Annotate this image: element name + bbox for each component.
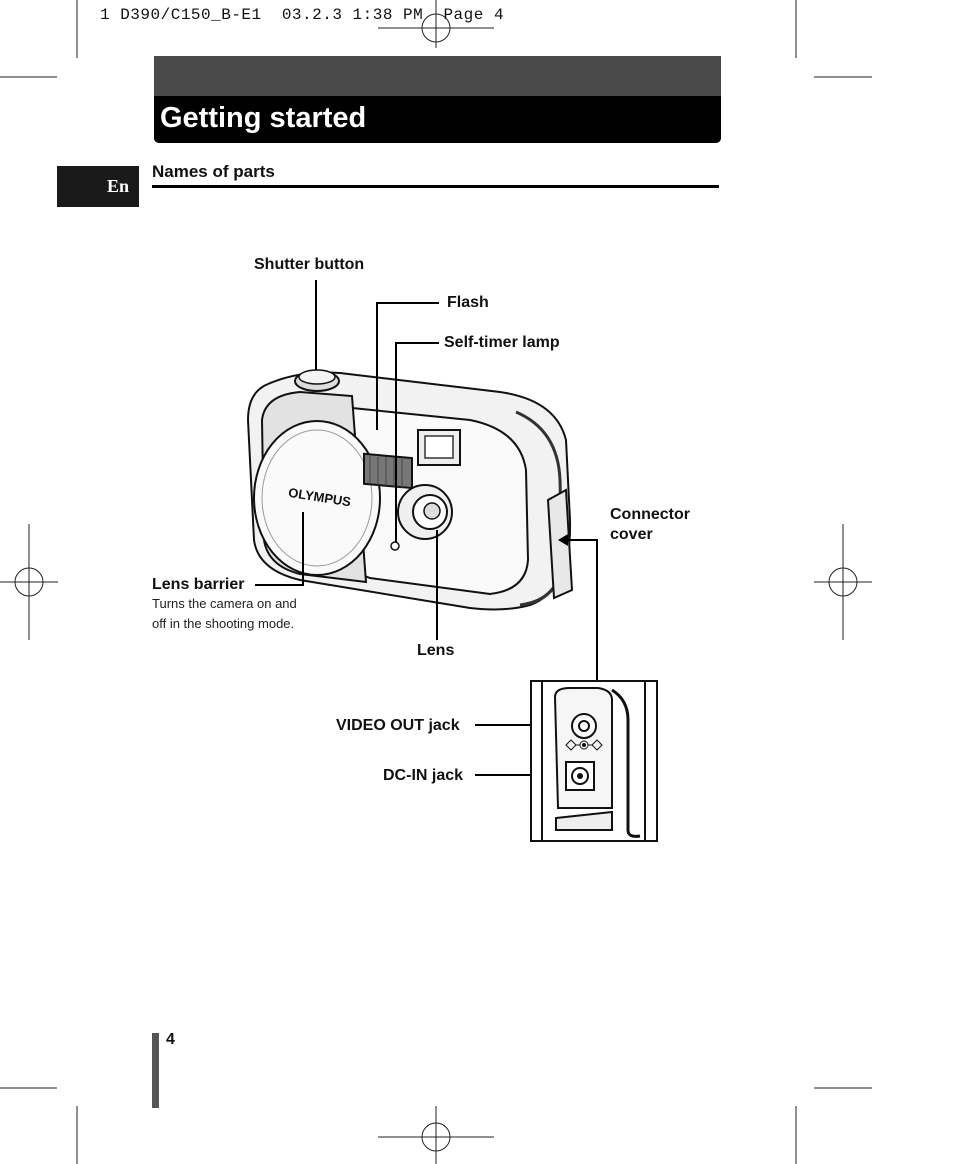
page-number-bar	[152, 1033, 159, 1108]
label-connector-cover-line2: cover	[610, 526, 653, 543]
section-rule	[152, 185, 719, 188]
page-title: Getting started	[160, 102, 367, 134]
lens-barrier-note-line2: off in the shooting mode.	[152, 616, 295, 631]
label-shutter-button: Shutter button	[254, 256, 365, 273]
label-lens: Lens	[417, 642, 455, 659]
label-dc-in-jack: DC-IN jack	[383, 767, 464, 784]
label-flash: Flash	[447, 294, 489, 311]
connector-inset	[530, 680, 658, 842]
title-banner: Getting started	[154, 56, 721, 143]
section-heading: Names of parts	[152, 162, 275, 181]
label-self-timer-lamp: Self-timer lamp	[444, 334, 560, 351]
print-header: 1 D390/C150_B-E1 03.2.3 1:38 PM Page 4	[100, 6, 505, 24]
language-tab: En	[57, 166, 139, 207]
dc-in-jack	[565, 761, 595, 791]
language-tab-label: En	[106, 176, 129, 196]
flash-window	[363, 452, 413, 490]
label-connector-cover-line1: Connector	[610, 506, 690, 523]
label-video-out-jack: VIDEO OUT jack	[336, 717, 460, 734]
self-timer-lamp	[390, 541, 400, 551]
page-number: 4	[166, 1031, 175, 1048]
title-banner-strip: Getting started	[154, 96, 721, 143]
lens-barrier-note-line1: Turns the camera on and	[152, 596, 297, 611]
connector-cover	[546, 488, 574, 600]
label-lens-barrier: Lens barrier	[152, 576, 245, 593]
lens-barrier	[253, 420, 381, 576]
